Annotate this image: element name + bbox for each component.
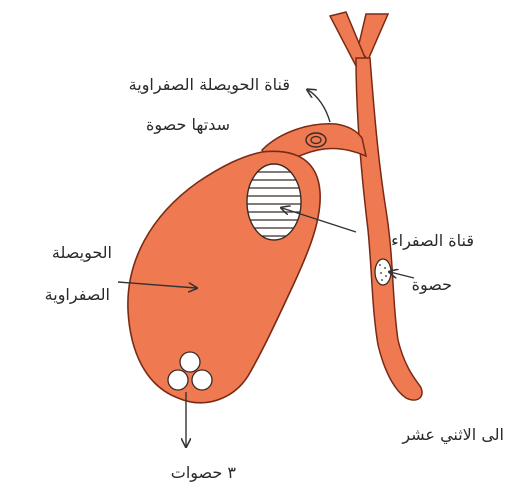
arrow-bile-duct-stone (390, 272, 414, 278)
label-bile-duct: قناة الصفراء (391, 231, 474, 251)
common-bile-duct (356, 58, 422, 400)
bile-duct-stone (375, 259, 391, 285)
label-stone: حصوة (412, 275, 452, 295)
label-gallbladder-line2: الصفراوية (45, 285, 110, 305)
label-cystic-duct-line1: قناة الحويصلة الصفراوية (129, 75, 290, 95)
label-cystic-duct-line2: سدتها حصوة (146, 115, 230, 135)
arrow-cystic-duct-label (308, 90, 330, 122)
cystic-duct-stone (306, 133, 326, 147)
label-gallbladder-line1: الحويصلة (52, 243, 112, 263)
label-three-stones: ٣ حصوات (171, 463, 237, 483)
label-duodenum: الى الاثني عشر (401, 425, 504, 445)
